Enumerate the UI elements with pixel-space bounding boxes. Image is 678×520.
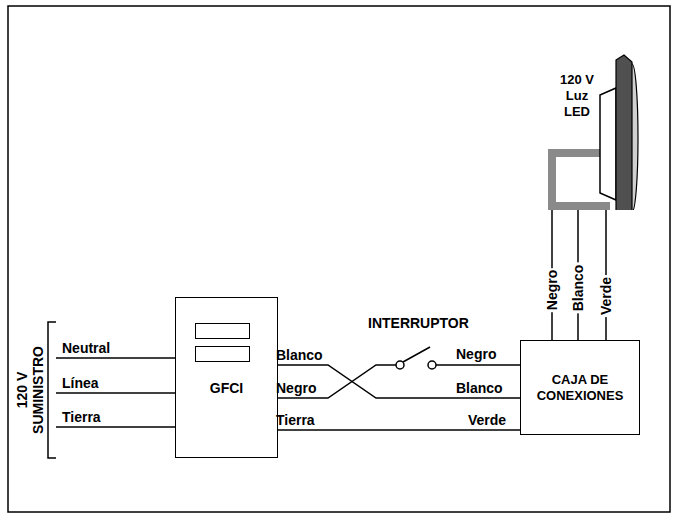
indicator-window (195, 323, 250, 339)
wire-color: Negro (456, 346, 496, 362)
led-light: 120 V Luz LED (540, 50, 640, 210)
frame (8, 6, 670, 512)
wire (278, 429, 520, 431)
terminal-name: Tierra (62, 409, 101, 425)
gfci-box: GFCI (175, 297, 278, 458)
supply-wire (56, 392, 175, 394)
node-label: GFCI (176, 380, 277, 396)
wire-color: Blanco (276, 347, 323, 363)
junction-box: CAJA DE CONEXIONES (520, 340, 640, 435)
node-label: CAJA DE CONEXIONES (525, 372, 635, 404)
wire-color: Negro (544, 268, 560, 312)
lamp-face (616, 55, 632, 210)
indicator-window (195, 346, 250, 362)
switch-label: INTERRUPTOR (368, 315, 469, 331)
switch-lever (403, 347, 430, 362)
terminal-name: Neutral (62, 340, 110, 356)
switch-contact (428, 361, 436, 369)
terminal-name: Línea (62, 375, 99, 391)
supply-wire (56, 426, 175, 428)
wire-color: Blanco (570, 263, 586, 314)
node-label: 120 V Luz LED (554, 72, 600, 120)
supply-bracket (48, 322, 56, 458)
wire-color: Verde (598, 275, 614, 317)
switch-contact (396, 361, 404, 369)
wire-color: Verde (468, 412, 506, 428)
wire-color: Blanco (456, 380, 503, 396)
supply-label: 120 V SUMINISTRO (14, 342, 46, 438)
wire-color: Tierra (276, 412, 315, 428)
supply-wire (56, 357, 175, 359)
lamp-housing (600, 88, 616, 200)
wire-color: Negro (276, 380, 316, 396)
